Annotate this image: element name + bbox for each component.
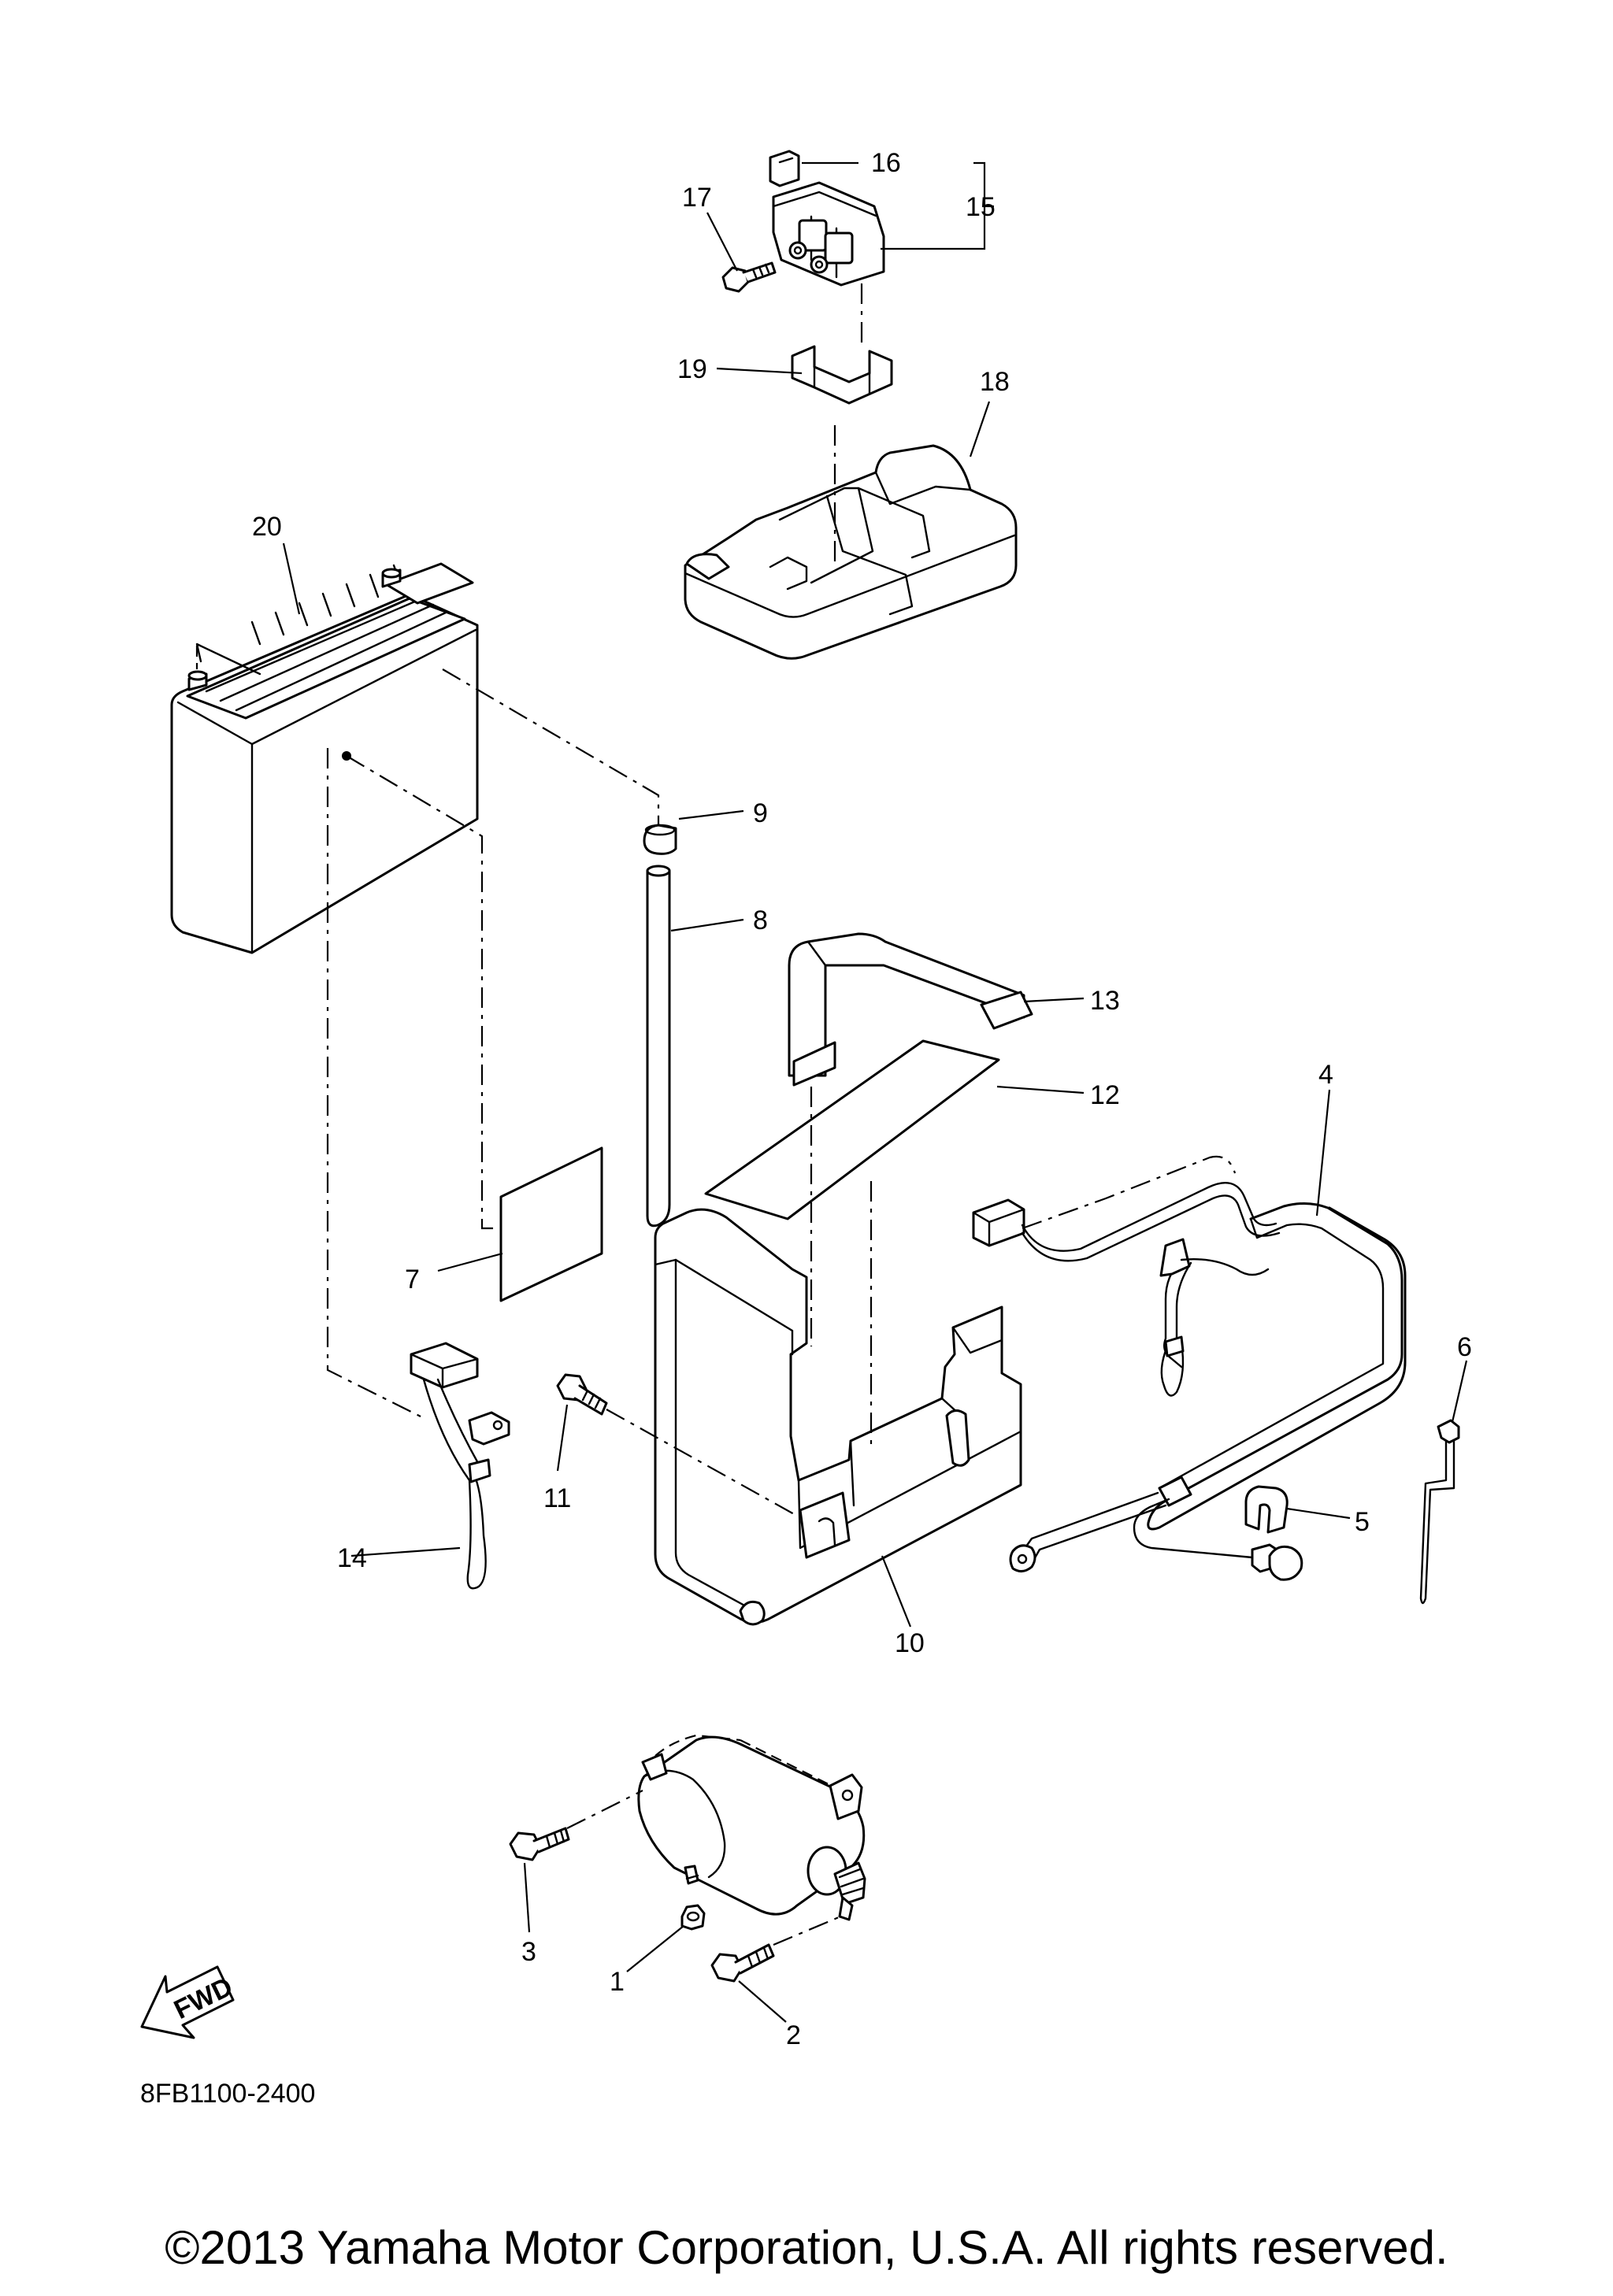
part-18-cover [684,444,1018,660]
copyright-notice: ©2013 Yamaha Motor Corporation, U.S.A. A… [165,2221,1448,2274]
callout-1: 1 [610,1967,625,1997]
part-15-relay [772,181,885,287]
callout-12: 12 [1090,1080,1120,1110]
callout-17: 17 [682,183,712,213]
callout-3: 3 [521,1937,536,1967]
part-3-bolt [509,1827,570,1861]
callout-4: 4 [1318,1060,1333,1090]
callout-19: 19 [677,354,707,384]
part-5-clamp [1244,1485,1289,1534]
part-16-clip [769,150,800,187]
part-4-harness [972,1181,1407,1581]
starter-motor [637,1734,866,1921]
part-9-clamp [643,824,677,855]
callout-14: 14 [337,1543,367,1573]
part-14-wire [410,1342,510,1590]
callout-8: 8 [753,905,768,935]
part-2-bolt [710,1943,775,1983]
callout-16: 16 [871,148,901,178]
part-19-bracket [791,345,893,405]
callout-15: 15 [966,192,996,222]
part-6-tie [1419,1419,1460,1605]
part-11-bolt [556,1373,608,1416]
callout-6: 6 [1457,1332,1472,1362]
part-17-bolt [721,261,777,293]
part-12-sheet [704,1039,1000,1220]
part-1-nut [680,1904,706,1931]
callout-13: 13 [1090,986,1120,1016]
callout-2: 2 [786,2020,801,2050]
callout-5: 5 [1355,1507,1370,1537]
callout-10: 10 [895,1628,925,1658]
part-10-box [654,1208,1022,1626]
part-8-hose [646,865,671,1228]
leader-lines [282,161,1468,2023]
fwd-arrow-icon: FWD [140,1965,237,2039]
diagram-code: 8FB1100-2400 [140,2079,315,2109]
callout-9: 9 [753,798,768,828]
part-13-band [788,932,1033,1087]
part-7-pad [499,1146,603,1302]
callout-7: 7 [405,1265,420,1294]
callout-18: 18 [980,367,1010,397]
callout-11: 11 [543,1483,571,1513]
callout-20: 20 [252,512,282,542]
part-20-battery [170,562,479,954]
callouts: 1 2 3 4 5 6 7 8 9 10 11 12 13 14 15 16 1… [252,148,1472,2050]
assembly-lines [195,283,1237,1946]
